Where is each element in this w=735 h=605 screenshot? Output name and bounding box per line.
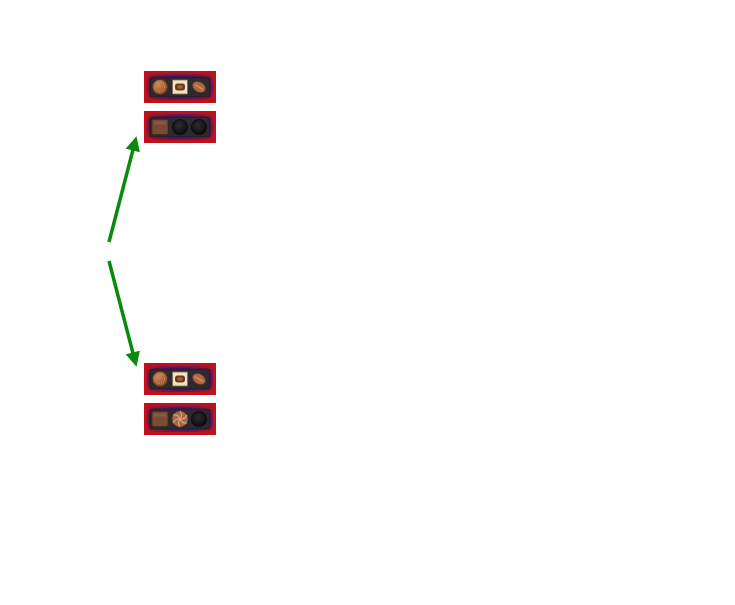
swirl-chocolate-icon xyxy=(171,410,189,428)
arrow-down xyxy=(107,260,140,367)
square-dark-chocolate-icon xyxy=(151,119,169,135)
round-milk-chocolate-icon xyxy=(152,371,168,387)
square-white-chocolate-icon xyxy=(172,79,188,95)
square-white-chocolate-icon xyxy=(172,371,188,387)
empty-slot xyxy=(191,411,207,427)
round-milk-chocolate-icon xyxy=(152,79,168,95)
chocolate-box-2 xyxy=(144,111,216,143)
leaf-chocolate-icon xyxy=(192,81,206,93)
empty-slot xyxy=(172,119,188,135)
arrow-up xyxy=(107,136,140,243)
box-pair-top xyxy=(144,71,216,143)
square-dark-chocolate-icon xyxy=(151,411,169,427)
chocolate-box-1 xyxy=(144,363,216,395)
chocolate-box-1 xyxy=(144,71,216,103)
empty-slot xyxy=(191,119,207,135)
leaf-chocolate-icon xyxy=(192,373,206,385)
chocolate-box-2 xyxy=(144,403,216,435)
box-pair-bottom xyxy=(144,363,216,435)
